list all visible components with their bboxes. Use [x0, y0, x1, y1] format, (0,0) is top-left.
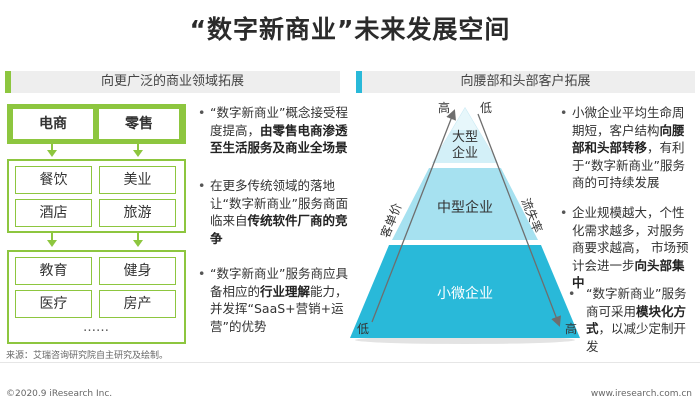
website: www.iresearch.com.cn — [590, 389, 692, 399]
down-arrow-icon — [133, 150, 143, 157]
right-axis-low: 低 — [480, 101, 492, 115]
tier-label-mid: 中型企业 — [437, 199, 493, 216]
bullet-text-bold: 向头部集中 — [572, 257, 685, 291]
tier-label-small: 小微企业 — [437, 285, 493, 302]
bullet-text-bold: 传统软件厂商的竞争 — [210, 213, 348, 246]
left-axis-high: 高 — [438, 100, 450, 115]
group-life-services: 餐饮 美业 酒店 旅游 — [7, 159, 186, 233]
left-bullet-3: •“数字新商业”服务商应具备相应的行业理解能力，并发挥“SaaS+营销+运营”的… — [198, 266, 348, 334]
left-header-text: 向更广泛的商业领域拓展 — [100, 74, 244, 89]
right-header-text: 向腰部和头部客户拓展 — [460, 74, 591, 89]
box-ecommerce: 电商 — [13, 109, 93, 139]
box-education: 教育 — [15, 257, 92, 285]
bullet-text: “数字新商业”服务商可采用 — [586, 286, 687, 319]
right-axis-arrow — [477, 113, 561, 327]
group-ecommerce-retail: 电商 零售 — [7, 104, 186, 144]
ellipsis: …… — [83, 320, 109, 335]
right-bullet-3: •“数字新商业”服务商可采用模块化方式，以减少定制开发 — [568, 286, 687, 354]
box-fitness: 健身 — [99, 257, 176, 285]
bullet-text-bold: 模块化方式 — [586, 303, 687, 337]
box-travel: 旅游 — [99, 199, 176, 227]
bullet-text: ，有利于“数字新商业”服务商的可持续发展 — [572, 140, 685, 190]
pyramid-tip — [452, 108, 478, 130]
left-axis-low: 低 — [357, 322, 369, 336]
bullet-text-bold: 行业理解 — [260, 283, 311, 299]
left-header-accent — [5, 71, 11, 93]
box-catering: 餐饮 — [15, 166, 92, 194]
bullet-text: “数字新商业”服务商应具备相应的 — [210, 266, 348, 299]
tier-label-large-1: 大型 — [452, 130, 478, 145]
right-bullet-2: •企业规模越大，个性化需求越多，对服务商要求越高， 市场预计会进一步向头部集中 — [560, 205, 689, 291]
tier-label-large-2: 企业 — [452, 145, 478, 161]
connector-line — [51, 142, 53, 150]
left-bullet-2: •在更多传统领域的落地让“数字新商业”服务商面临来自传统软件厂商的竞争 — [198, 178, 348, 246]
copyright: ©2020.9 iResearch Inc. — [6, 389, 113, 399]
bullet-text: 企业规模越大，个性化需求越多，对服务商要求越高， 市场预计会进一步 — [572, 205, 689, 273]
box-real-estate: 房产 — [99, 290, 176, 318]
right-axis-high: 高 — [565, 321, 577, 336]
pyramid-tier-large — [432, 130, 498, 163]
connector-line — [137, 231, 139, 240]
box-medical: 医疗 — [15, 290, 92, 318]
down-arrow-icon — [133, 240, 143, 247]
bullet-text: ，以减少定制开发 — [586, 321, 687, 354]
source-note: 来源：艾瑞咨询研究院自主研究及绘制。 — [6, 351, 169, 361]
down-arrow-icon — [47, 150, 57, 157]
connector-line — [51, 231, 53, 240]
group-other-industries: 教育 健身 医疗 房产 …… — [7, 250, 186, 344]
bullet-text-bold: 由零售电商渗透至生活服务及商业全场景 — [210, 122, 348, 156]
bullet-text: 在更多传统领域的落地让“数字新商业”服务商面临来自 — [210, 178, 348, 228]
right-section-header: 向腰部和头部客户拓展 — [356, 71, 695, 93]
box-beauty: 美业 — [99, 166, 176, 194]
bullet-text: 能力，并发挥“SaaS+营销+运营”的优势 — [210, 283, 348, 334]
right-header-accent — [356, 71, 362, 93]
left-section-header: 向更广泛的商业领域拓展 — [5, 71, 340, 93]
box-retail: 零售 — [99, 109, 179, 139]
down-arrow-icon — [47, 240, 57, 247]
bullet-text: 小微企业平均生命周期短，客户结构 — [572, 105, 685, 138]
connector-line — [137, 142, 139, 150]
bullet-text: “数字新商业”概念接受程度提高， — [210, 105, 348, 138]
pyramid-tier-mid — [392, 168, 538, 240]
left-axis-arrow — [371, 109, 456, 323]
left-bullet-1: •“数字新商业”概念接受程度提高，由零售电商渗透至生活服务及商业全场景 — [198, 105, 348, 156]
right-bullet-1: •小微企业平均生命周期短，客户结构向腰部和头部转移，有利于“数字新商业”服务商的… — [560, 105, 685, 190]
page-title: “数字新商业”未来发展空间 — [189, 15, 511, 44]
footer-divider — [0, 362, 700, 363]
pyramid-tier-bottom — [350, 245, 580, 338]
box-hotel: 酒店 — [15, 199, 92, 227]
bullet-text-bold: 向腰部和头部转移 — [572, 122, 685, 156]
